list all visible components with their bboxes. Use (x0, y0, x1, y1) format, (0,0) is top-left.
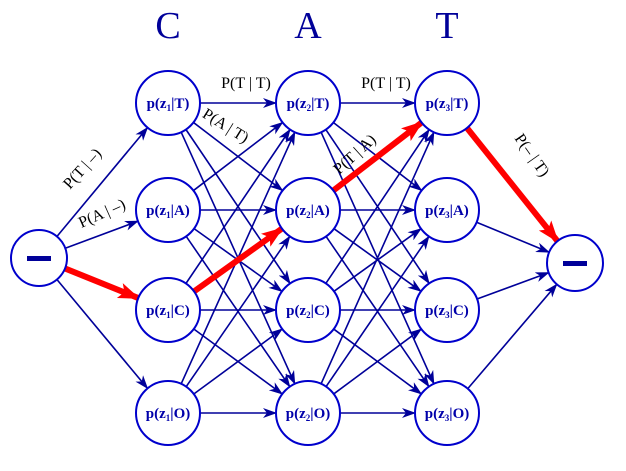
edge-label-z1T-z2T: P(T | T) (221, 75, 271, 92)
node-z3O: p(z3|O) (414, 380, 480, 446)
highlighted-edge-z3T-end (464, 126, 560, 244)
node-circle (275, 177, 341, 243)
node-z2O: p(z2|O) (275, 380, 341, 446)
node-z1O: p(z1|O) (135, 380, 201, 446)
node-z3A: p(z3|A) (414, 177, 480, 243)
edge-z2O-z3T (320, 131, 435, 385)
edge-z1A-z2T (192, 121, 284, 192)
edge-start-z1A (64, 220, 139, 249)
node-label: p(z1|O) (146, 406, 190, 423)
edge-label-start-A: P(A | –) (76, 196, 128, 232)
node-circle (275, 70, 341, 136)
edge-label-z2T-z3T: P(T | T) (361, 75, 411, 92)
node-circle (414, 277, 480, 343)
node-label: p(z1|T) (147, 96, 190, 113)
node-label: p(z3|C) (425, 303, 469, 320)
node-circle (135, 380, 201, 446)
dash-icon (563, 261, 587, 266)
node-label: p(z2|A) (286, 203, 330, 220)
edge-z2O-z3A (325, 235, 430, 388)
node-circle (414, 177, 480, 243)
node-z2C: p(z2|C) (275, 277, 341, 343)
node-circle (275, 277, 341, 343)
dash-icon (27, 256, 51, 261)
node-circle (135, 70, 201, 136)
node-label: p(z3|A) (425, 203, 469, 220)
edge-z1O-z2C (193, 328, 284, 395)
node-z2T: p(z2|T) (275, 70, 341, 136)
edge-label-z1T-z2A: P(A | T) (199, 105, 251, 146)
start-node (10, 229, 68, 287)
node-label: p(z2|O) (286, 406, 330, 423)
column-header-c: C (155, 5, 180, 47)
node-label: p(z1|C) (146, 303, 190, 320)
node-circle (275, 380, 341, 446)
edge-z2C-z3A (333, 228, 422, 292)
node-z1A: p(z1|A) (135, 177, 201, 243)
node-label: p(z2|C) (286, 303, 330, 320)
node-z2A: p(z2|A) (275, 177, 341, 243)
node-z3T: p(z3|T) (414, 70, 480, 136)
node-label: p(z2|T) (287, 96, 330, 113)
column-header-t: T (435, 5, 458, 47)
highlighted-edge-z2A-z3T (331, 120, 424, 193)
column-header-a: A (294, 5, 322, 47)
node-circle (414, 380, 480, 446)
edge-label-z3T-end: P(– | T) (511, 131, 553, 180)
node-label: p(z3|O) (425, 406, 469, 423)
highlighted-edge-start-z1C (63, 265, 141, 301)
end-node (546, 234, 604, 292)
node-label: p(z3|T) (426, 96, 469, 113)
edge-z1C-z2T (185, 128, 291, 284)
edge-z2C-z3T (325, 128, 430, 284)
edge-z1O-z2A (185, 235, 291, 388)
edge-z3A-end (476, 221, 551, 254)
edge-z2O-z3C (333, 328, 423, 395)
node-z1C: p(z1|C) (135, 277, 201, 343)
edge-start-z1O (56, 279, 149, 390)
edge-z3C-end (476, 271, 550, 300)
edges (56, 98, 558, 418)
node-z3C: p(z3|C) (414, 277, 480, 343)
node-circle (135, 277, 201, 343)
edge-start-z1T (56, 126, 149, 237)
edge-z3O-end (467, 283, 558, 390)
node-circle (414, 70, 480, 136)
highlighted-path (63, 120, 560, 301)
node-z1T: p(z1|T) (135, 70, 201, 136)
node-label: p(z1|A) (146, 203, 190, 220)
node-circle (135, 177, 201, 243)
highlighted-edge-z1C-z2A (192, 226, 284, 294)
